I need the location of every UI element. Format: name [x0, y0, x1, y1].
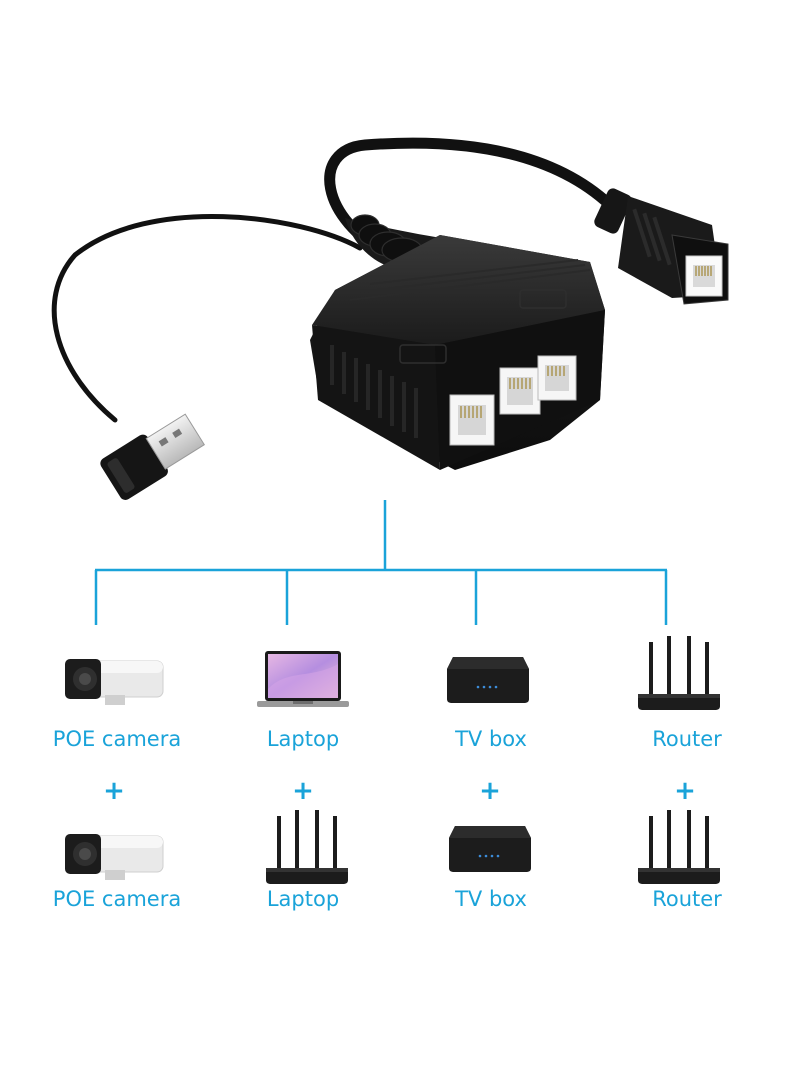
rj45-ports — [449, 355, 577, 446]
tv-box-icon — [449, 826, 531, 872]
plus-sign: + — [103, 776, 125, 806]
laptop-icon — [257, 651, 349, 707]
security-camera-icon — [65, 834, 164, 880]
device-label-laptop: Laptop — [266, 727, 340, 751]
splitter-body — [310, 235, 605, 470]
device-label-poe-camera: POE camera — [52, 887, 182, 911]
device-label-laptop: Laptop — [266, 887, 340, 911]
usb-cable — [51, 214, 363, 423]
connection-diagram-lines — [94, 500, 668, 625]
ethernet-cable — [324, 137, 616, 261]
rj45-female-coupler — [594, 188, 729, 305]
security-camera-icon — [65, 659, 164, 705]
usb-plug — [100, 413, 205, 500]
plus-sign: + — [479, 776, 501, 806]
tv-box-icon — [447, 657, 529, 703]
device-label-poe-camera: POE camera — [52, 727, 182, 751]
device-label-router: Router — [652, 887, 722, 911]
plus-sign: + — [292, 776, 314, 806]
router-icon — [266, 810, 348, 884]
device-label-tv-box: TV box — [455, 887, 527, 911]
router-icon — [638, 636, 720, 710]
plus-sign: + — [674, 776, 696, 806]
router-icon — [638, 810, 720, 884]
ethernet-splitter-image — [51, 137, 729, 500]
device-label-tv-box: TV box — [455, 727, 527, 751]
device-label-router: Router — [652, 727, 722, 751]
